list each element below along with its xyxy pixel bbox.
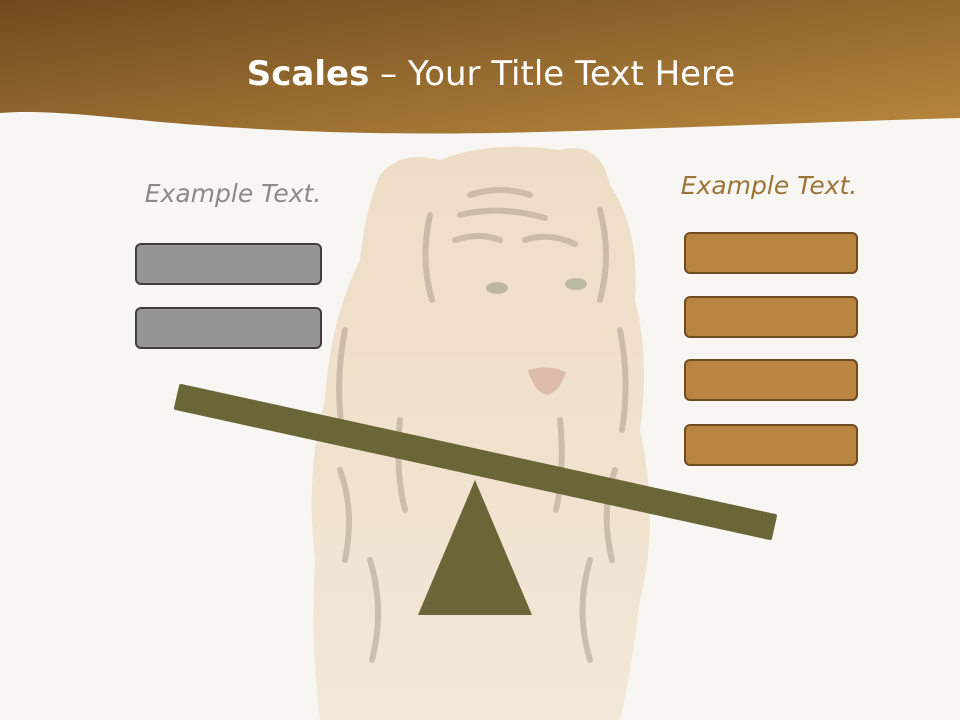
left-caption: Example Text. [144,179,322,208]
balance-scale [174,384,777,615]
right-bar-4 [684,424,858,466]
slide-title: Scales – Your Title Text Here [0,52,960,96]
title-text: – Your Title Text Here [369,54,736,94]
right-bar-1 [684,232,858,274]
scale-beam [174,384,777,540]
tiger-photo [311,146,650,720]
right-caption: Example Text. [680,171,858,200]
header-band [0,0,960,134]
left-bar-1 [135,243,322,285]
right-bar-2 [684,296,858,338]
title-emphasis: Scales [246,54,370,94]
scale-fulcrum [418,480,532,615]
right-bar-3 [684,359,858,401]
left-bar-2 [135,307,322,349]
